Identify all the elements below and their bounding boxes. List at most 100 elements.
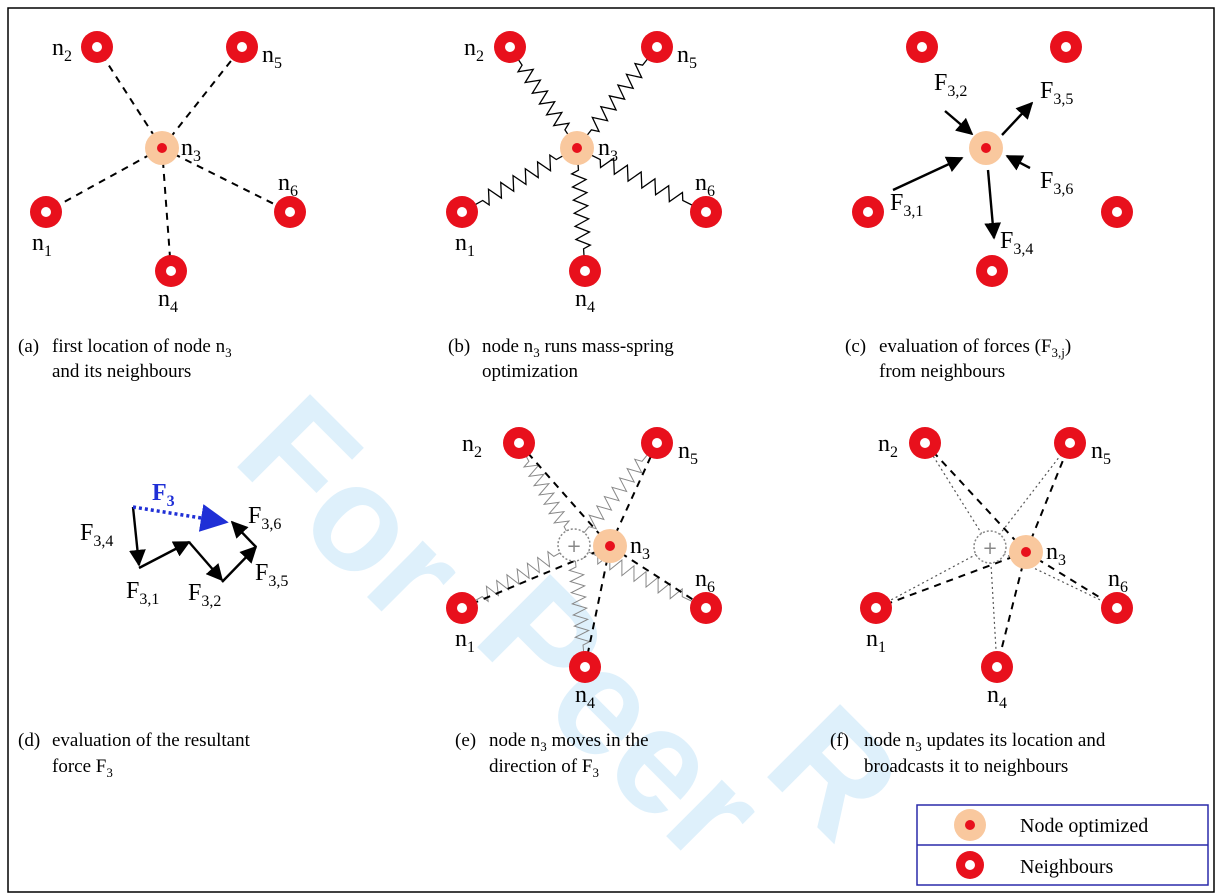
neighbour-node-n6 [1101,196,1133,228]
label-f3: F3 [152,480,175,510]
legend-optimized-label: Node optimized [1020,815,1148,837]
vector-f35 [221,545,258,583]
old-position-marker: + [973,530,1007,564]
label-n2: n2 [462,431,482,461]
caption-f-line1: (f)node n3 updates its location and [830,730,1106,754]
caption-e-line2: direction of F3 [489,756,599,780]
label-n5: n5 [678,438,698,468]
arrow-f32 [944,110,974,136]
label-n3: n3 [598,135,618,165]
neighbour-node-n2 [906,31,938,63]
watermark-text-2: Peer [447,544,796,893]
label-n6: n6 [695,170,715,200]
neighbour-node-n5 [641,427,673,459]
neighbour-node-n6 [690,196,722,228]
watermark: For Peer R [207,364,932,893]
arrow-f34 [984,169,1002,240]
springs [461,46,707,272]
neighbour-node-n4 [155,255,187,287]
label-f36: F3,6 [248,503,281,533]
panel-a: n2 n5 n3 n6 n1 n4 (a)first location of n… [18,31,306,382]
neighbour-node-n1 [860,592,892,624]
label-n5: n5 [262,42,282,72]
neighbour-node-n2 [81,31,113,63]
legend-neighbours-swatch [956,851,984,879]
label-n3: n3 [630,533,650,563]
neighbour-node-n1 [446,196,478,228]
label-n4: n4 [575,682,595,712]
label-n6: n6 [695,566,715,596]
caption-c-line1: (c)evaluation of forces (F3,j) [845,336,1071,360]
neighbour-node-n2 [503,427,535,459]
label-n2: n2 [878,431,898,461]
optimized-node-n3 [969,131,1003,165]
vector-f31 [138,540,191,570]
neighbour-node-n1 [446,592,478,624]
neighbour-node-n4 [976,255,1008,287]
caption-a-line2: and its neighbours [52,361,191,382]
label-f34: F3,4 [80,520,113,550]
old-position-marker: + [557,528,591,562]
neighbour-node-n6 [274,196,306,228]
label-n1: n1 [32,230,52,260]
arrow-f35 [1001,101,1034,136]
label-n1: n1 [455,230,475,260]
neighbour-node-n5 [641,31,673,63]
panel-f: + n2 n5 n3 n6 n1 n4 (f)node n3 updates i… [830,427,1133,777]
neighbour-node-n1 [852,196,884,228]
caption-b-line2: optimization [482,361,579,382]
label-f35: F3,5 [1040,78,1073,108]
neighbour-node-n5 [1054,427,1086,459]
legend: Node optimized Neighbours [916,804,1209,886]
arrow-f31 [892,156,964,192]
label-n5: n5 [1091,438,1111,468]
label-n5: n5 [677,42,697,72]
label-n4: n4 [158,286,178,316]
panel-b: n2 n5 n3 n6 n1 n4 (b)node n3 runs mass-s… [446,31,722,382]
label-f35: F3,5 [255,560,288,590]
caption-b-line1: (b)node n3 runs mass-spring [448,336,674,360]
neighbour-node-n6 [1101,592,1133,624]
old-dotted-links [875,442,1118,668]
label-f34: F3,4 [1000,228,1033,258]
label-n3: n3 [181,135,201,165]
neighbour-node-n4 [569,255,601,287]
label-f32: F3,2 [188,580,221,610]
new-dashed-links [875,442,1118,668]
label-f31: F3,1 [126,578,159,608]
caption-f-line2: broadcasts it to neighbours [864,756,1068,777]
label-n2: n2 [464,35,484,65]
panel-c: F3,2 F3,5 F3,6 F3,1 F3,4 (c)evaluation o… [845,31,1133,382]
optimized-node-n3 [145,131,179,165]
label-n4: n4 [575,286,595,316]
panel-e: + n2 n5 n3 n6 n1 n4 (e)node n3 moves in … [446,427,722,780]
neighbour-node-n2 [494,31,526,63]
figure-frame [7,7,1215,893]
optimized-node-n3 [1009,535,1043,569]
force-arrows [892,101,1034,240]
neighbour-node-n5 [1050,31,1082,63]
vector-f36 [230,520,257,548]
label-n6: n6 [278,170,298,200]
neighbour-node-n2 [909,427,941,459]
label-n1: n1 [455,626,475,656]
vector-f34 [129,506,146,567]
label-n2: n2 [52,35,72,65]
label-n6: n6 [1108,566,1128,596]
force-polygon [129,506,258,583]
legend-neighbours-label: Neighbours [1020,856,1114,878]
neighbour-node-n5 [226,31,258,63]
dashed-links [45,46,291,272]
caption-a-line1: (a)first location of node n3 [18,336,232,360]
caption-d-line1: (d)evaluation of the resultant [18,730,251,751]
svg-text:+: + [566,536,581,557]
label-n1: n1 [866,626,886,656]
neighbour-node-n1 [30,196,62,228]
vector-f32 [188,541,224,582]
label-n4: n4 [987,682,1007,712]
optimized-node-n3 [593,529,627,563]
old-springs [461,442,707,668]
label-n3: n3 [1046,539,1066,569]
